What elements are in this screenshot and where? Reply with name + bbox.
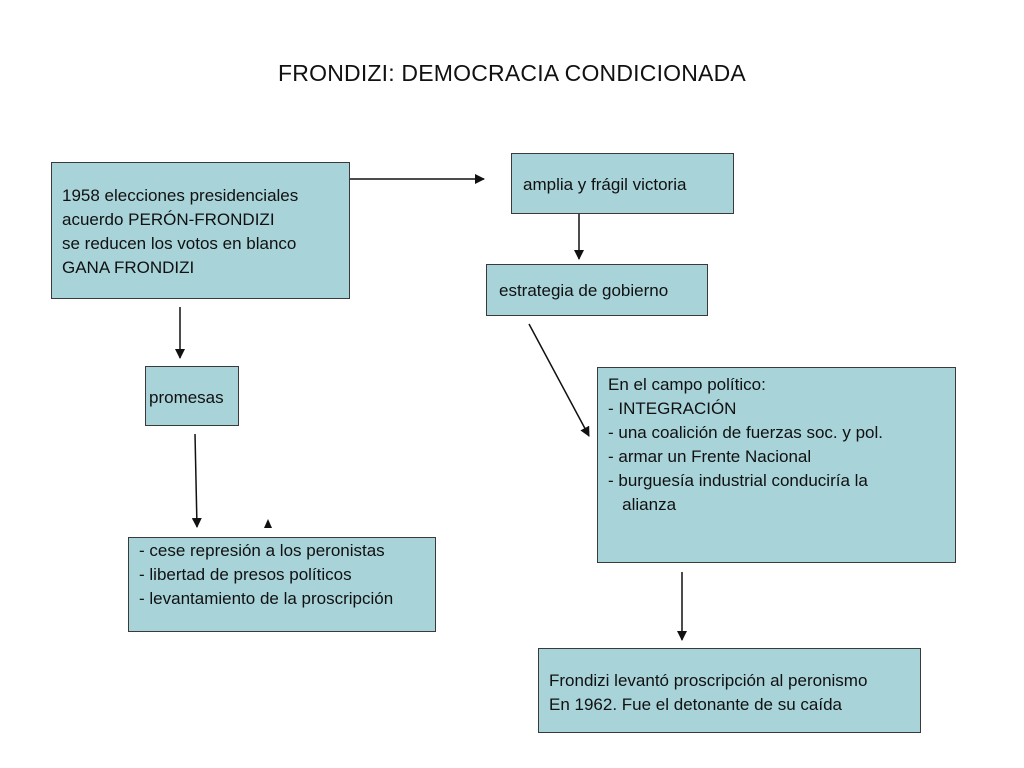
box-line: - cese represión a los peronistas bbox=[139, 541, 385, 560]
box-line: GANA FRONDIZI bbox=[62, 258, 195, 277]
box-line: - libertad de presos políticos bbox=[139, 565, 352, 584]
page-title: FRONDIZI: DEMOCRACIA CONDICIONADA bbox=[278, 60, 746, 86]
box-line: Frondizi levantó proscripción al peronis… bbox=[549, 671, 868, 690]
box-line: - burguesía industrial conduciría la bbox=[608, 471, 868, 490]
box-promesas: promesas bbox=[145, 366, 239, 426]
box-amplia-victoria: amplia y frágil victoria bbox=[511, 153, 734, 214]
box-line: En 1962. Fue el detonante de su caída bbox=[549, 695, 843, 714]
box-line: se reducen los votos en blanco bbox=[62, 234, 297, 253]
box-campo-politico: En el campo político: - INTEGRACIÓN - un… bbox=[597, 367, 956, 563]
box-line: - levantamiento de la proscripción bbox=[139, 589, 394, 608]
arrow-promesas-to-medidas bbox=[191, 433, 202, 528]
arrow-estrategia-to-politico bbox=[528, 323, 590, 437]
box-line: - INTEGRACIÓN bbox=[608, 399, 737, 418]
box-line: amplia y frágil victoria bbox=[523, 175, 687, 194]
box-line: estrategia de gobierno bbox=[499, 281, 669, 300]
box-estrategia-gobierno: estrategia de gobierno bbox=[486, 264, 708, 316]
box-line: En el campo político: bbox=[608, 375, 766, 394]
box-elecciones-1958: 1958 elecciones presidenciales acuerdo P… bbox=[51, 162, 350, 299]
box-line: - una coalición de fuerzas soc. y pol. bbox=[608, 423, 883, 442]
box-line: 1958 elecciones presidenciales bbox=[62, 186, 299, 205]
box-line: promesas bbox=[149, 388, 224, 407]
box-line: - armar un Frente Nacional bbox=[608, 447, 812, 466]
box-medidas-promesas: - cese represión a los peronistas - libe… bbox=[128, 537, 436, 632]
box-line: alianza bbox=[608, 495, 677, 514]
box-frondizi-caida: Frondizi levantó proscripción al peronis… bbox=[538, 648, 921, 733]
arrow-tip-stray bbox=[264, 519, 272, 528]
box-line: acuerdo PERÓN-FRONDIZI bbox=[62, 210, 275, 229]
